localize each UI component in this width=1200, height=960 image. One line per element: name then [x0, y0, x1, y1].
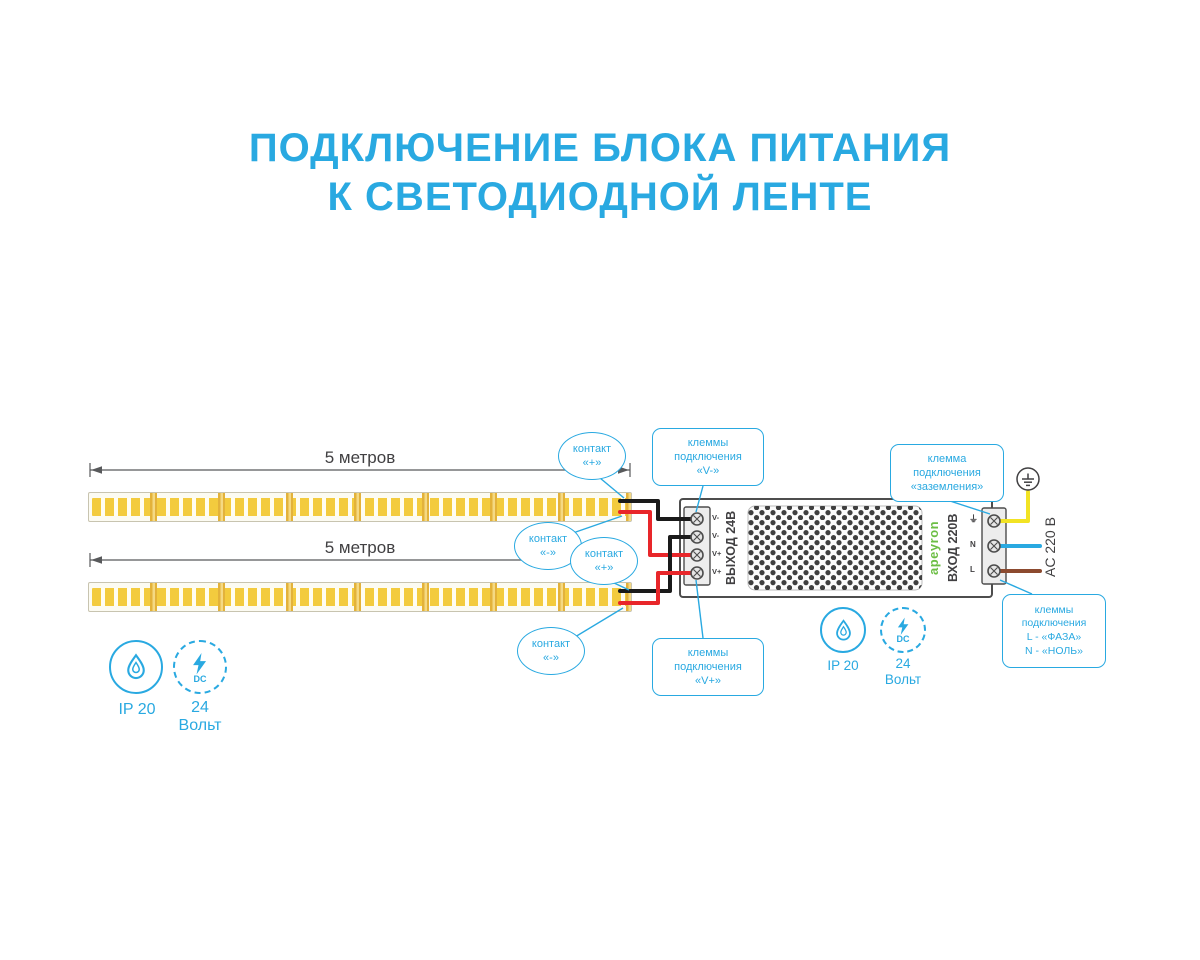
- wire-red-strip2: [618, 571, 699, 605]
- callout-contact-plus-bottom: контакт «+»: [570, 537, 638, 585]
- psu-input-terminal-label-n: N: [970, 540, 976, 549]
- callout-text: клеммы: [687, 436, 729, 449]
- volt-unit-left: Вольт: [178, 717, 222, 734]
- callout-text: «+»: [582, 457, 602, 469]
- callout-text: L - «ФАЗА»: [1026, 631, 1082, 643]
- wire-black-strip2: [618, 535, 699, 593]
- callout-text: подключения: [913, 466, 981, 479]
- callout-text: контакт: [572, 442, 612, 455]
- volt-unit-right: Вольт: [884, 672, 922, 687]
- psu-input-screws: [987, 514, 1001, 578]
- led-strip-bottom: [88, 582, 632, 612]
- psu-brand-logo: apeyron: [926, 520, 941, 576]
- callout-text: «V-»: [696, 465, 720, 478]
- callout-text: клемма: [927, 452, 967, 465]
- page-title-line2: К СВЕТОДИОДНОЙ ЛЕНТЕ: [327, 174, 873, 219]
- callout-text: «+»: [594, 562, 614, 574]
- ip20-badge-right: [820, 607, 866, 653]
- lightning-icon: [897, 617, 908, 635]
- ac-wires: [992, 490, 1042, 573]
- callout-terminals-v-minus: клеммы подключения «V-»: [652, 428, 764, 486]
- callout-text: подключения: [674, 660, 742, 673]
- callout-text: N - «НОЛЬ»: [1024, 644, 1083, 657]
- page-title-line1: ПОДКЛЮЧЕНИЕ БЛОКА ПИТАНИЯ: [248, 126, 952, 170]
- callout-text: контакт: [584, 547, 624, 560]
- psu-output-terminal-label-2: V-: [712, 531, 720, 540]
- volt-value-right: 24: [895, 656, 911, 671]
- callout-text: подключения: [1021, 617, 1087, 630]
- callout-text: «-»: [543, 652, 559, 664]
- ip20-label-left: IP 20: [118, 701, 156, 718]
- callout-terminals-v-plus: клеммы подключения «V+»: [652, 638, 764, 696]
- callout-contact-minus-top: контакт «-»: [514, 522, 582, 570]
- callout-text: подключения: [674, 450, 742, 463]
- callout-text: клеммы: [1034, 603, 1074, 616]
- psu-output-terminal-label-1: V-: [712, 513, 720, 522]
- dc-text: DC: [896, 634, 910, 644]
- psu-input-terminal-label-ground: ⏚: [969, 514, 979, 524]
- callout-text: контакт: [531, 637, 571, 650]
- dc-text: DC: [193, 673, 207, 684]
- callout-contact-plus-top: контакт «+»: [558, 432, 626, 480]
- psu-input-terminal-label-l: L: [970, 565, 975, 574]
- page-title: ПОДКЛЮЧЕНИЕ БЛОКА ПИТАНИЯ К СВЕТОДИОДНОЙ…: [0, 124, 1200, 222]
- callout-text: «-»: [540, 547, 556, 559]
- wire-yellow-ground: [992, 490, 1030, 523]
- callout-terminals-mains: клеммы подключения L - «ФАЗА» N - «НОЛЬ»: [1002, 594, 1106, 668]
- dc-badge-left: DC: [173, 640, 227, 694]
- ground-symbol-icon: [1016, 467, 1040, 491]
- led-strip-top: [88, 492, 632, 522]
- callout-text: контакт: [528, 532, 568, 545]
- psu-output-label: ВЫХОД 24В: [724, 510, 738, 586]
- strip-bottom-length-label: 5 метров: [324, 538, 396, 557]
- dimension-arrow-top: [89, 463, 631, 477]
- psu-input-label: ВХОД 220В: [946, 513, 960, 583]
- dc-badge-right: DC: [880, 607, 926, 653]
- wire-black-strip1: [618, 499, 699, 521]
- psu-output-terminal-label-3: V+: [712, 549, 722, 558]
- mains-voltage-label: AC 220 В: [1042, 517, 1058, 577]
- callout-text: «V+»: [695, 675, 721, 688]
- callout-text: «заземления»: [910, 481, 984, 494]
- volt-value-left: 24: [191, 699, 209, 716]
- ip20-badge-left: [109, 640, 163, 694]
- callout-contact-minus-bottom: контакт «-»: [517, 627, 585, 675]
- callout-text: клеммы: [687, 646, 729, 659]
- callout-terminal-ground: клемма подключения «заземления»: [890, 444, 1004, 502]
- dc-wires: [618, 499, 699, 605]
- wire-red-strip1: [618, 510, 699, 557]
- lightning-icon: [193, 652, 207, 674]
- strip-top-length-label: 5 метров: [324, 448, 396, 467]
- ip20-label-right: IP 20: [827, 658, 859, 673]
- water-drop-icon: [127, 653, 145, 679]
- psu-output-screws: [690, 512, 704, 580]
- water-drop-icon: [835, 618, 851, 641]
- psu-output-terminal-label-4: V+: [712, 567, 722, 576]
